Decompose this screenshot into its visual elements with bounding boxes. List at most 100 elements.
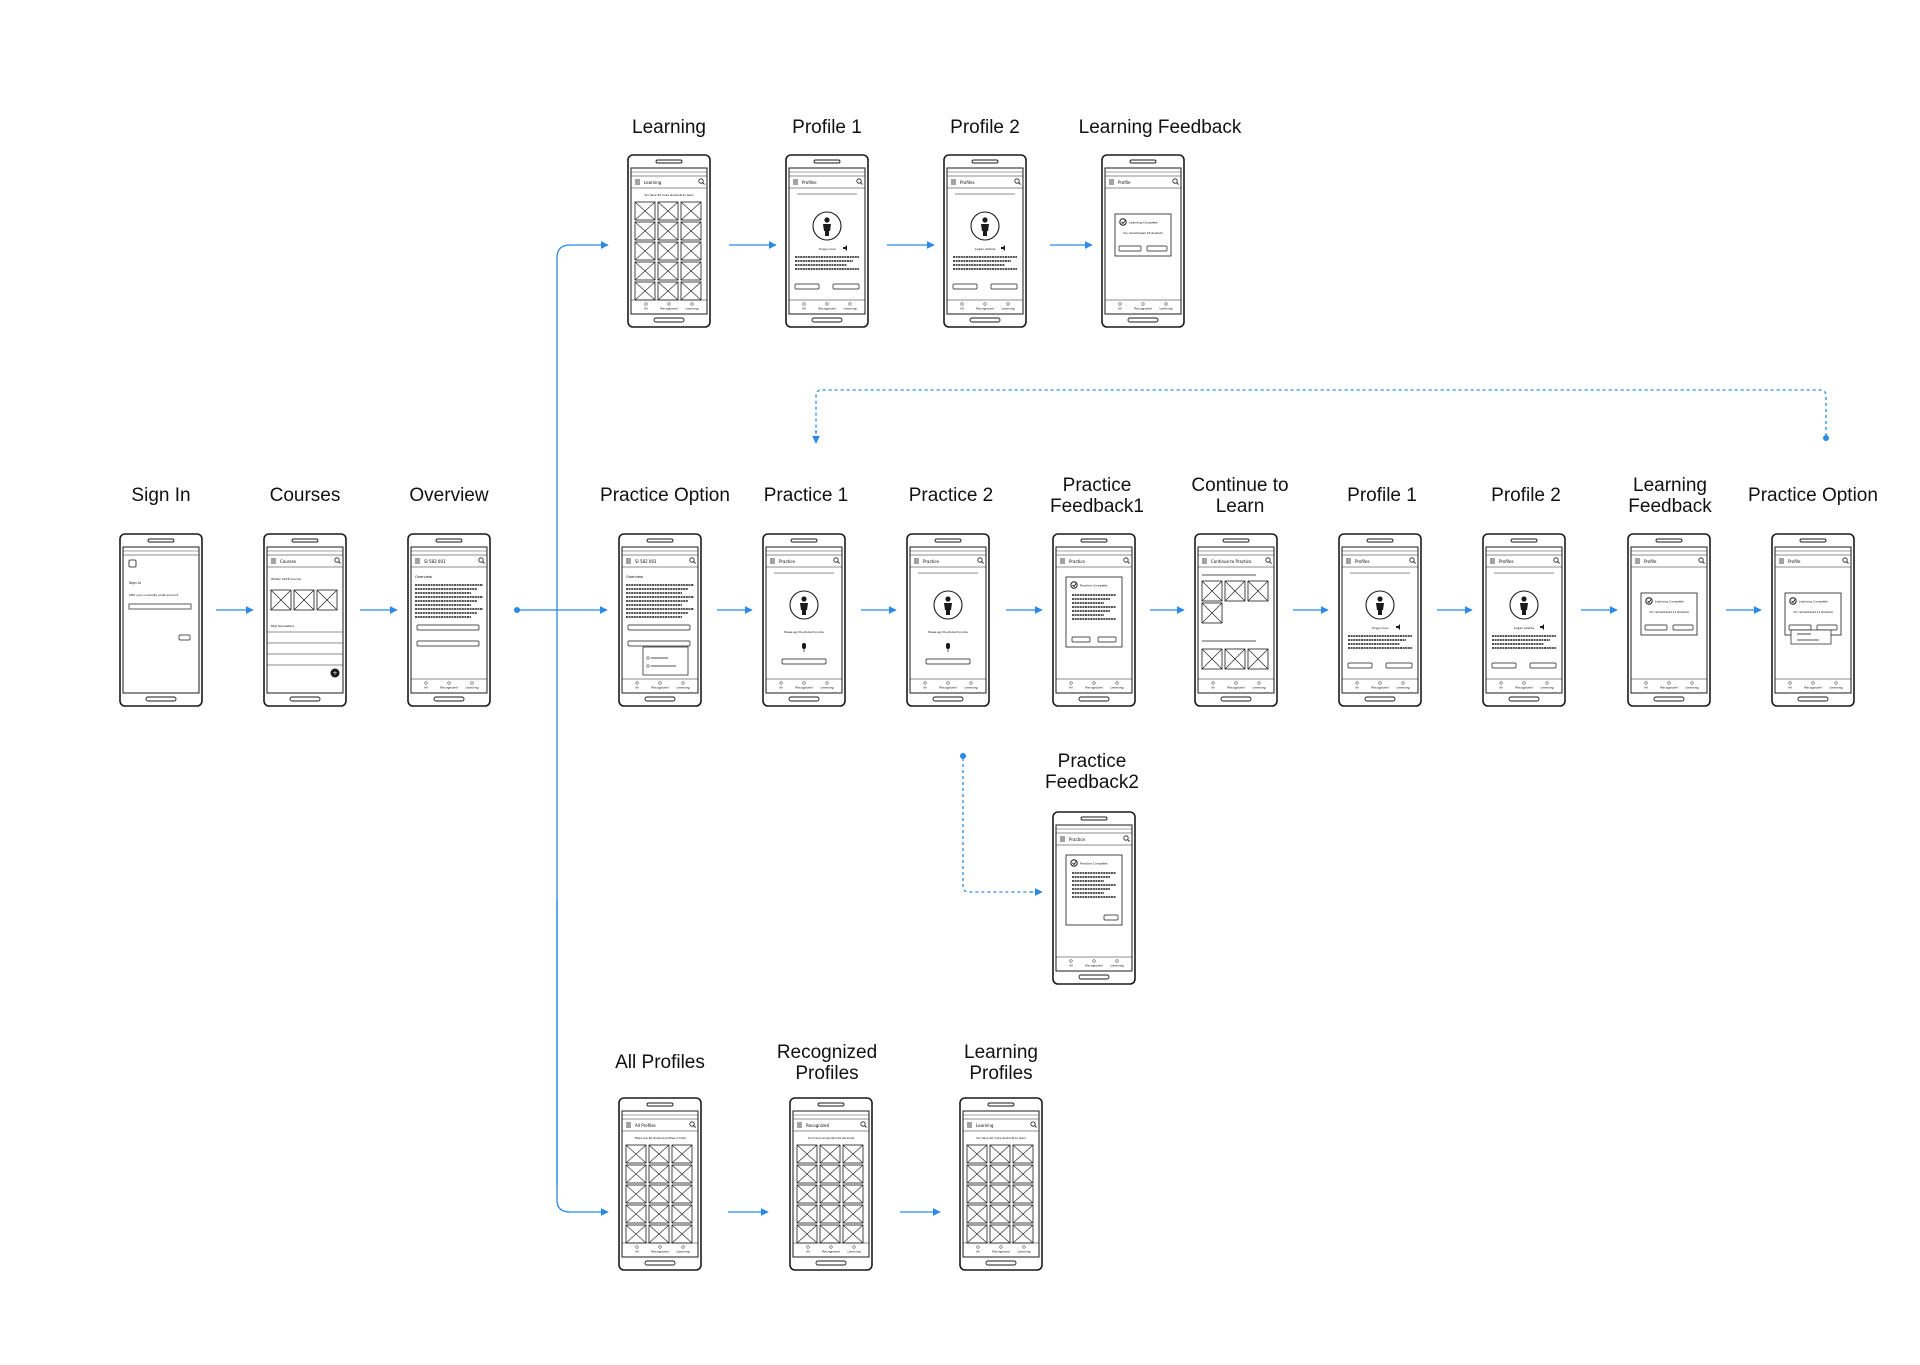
svg-text:Logan Adams: Logan Adams [975, 247, 996, 251]
svg-text:Recognized: Recognized [1085, 964, 1102, 968]
svg-text:All: All [1644, 686, 1648, 690]
svg-text:Overview: Overview [415, 575, 432, 579]
svg-text:Yingyu Guo: Yingyu Guo [818, 247, 835, 251]
svg-text:All: All [1499, 686, 1503, 690]
svg-text:Learning: Learning [1829, 686, 1842, 690]
loop-node [1823, 435, 1829, 441]
label-courses: Courses [269, 485, 341, 506]
svg-text:Profiles: Profiles [1499, 559, 1514, 564]
svg-text:All: All [1118, 307, 1122, 311]
loop-line [815, 389, 1827, 436]
label-practice-feedback2: Practice Feedback2 [1044, 751, 1139, 793]
svg-text:Recognized: Recognized [440, 686, 457, 690]
svg-text:All: All [635, 686, 639, 690]
svg-text:Learning: Learning [644, 180, 662, 185]
svg-text:Recognized: Recognized [1804, 686, 1821, 690]
svg-text:All: All [1211, 686, 1215, 690]
svg-text:Continue to Practice: Continue to Practice [1211, 559, 1252, 564]
svg-text:Past Semesters: Past Semesters [271, 624, 295, 628]
svg-text:Recognized: Recognized [1660, 686, 1677, 690]
svg-text:Yingyu Guo: Yingyu Guo [1371, 626, 1388, 630]
label-profile1-mid: Profile 1 [1347, 485, 1417, 506]
svg-text:Practice: Practice [779, 559, 796, 564]
svg-text:Learning: Learning [847, 1250, 860, 1254]
svg-text:Learning: Learning [1396, 686, 1409, 690]
svg-text:Winter 2016 Course: Winter 2016 Course [271, 577, 301, 581]
svg-text:There are 40 student profiles: There are 40 student profiles in total [633, 1136, 686, 1140]
svg-text:Sign In: Sign In [129, 581, 141, 585]
svg-text:Please say the student's name: Please say the student's name [784, 630, 824, 634]
svg-text:Learning: Learning [1110, 686, 1123, 690]
label-profile1-top: Profile 1 [792, 117, 862, 138]
svg-text:You have 20 more students to l: You have 20 more students to learn [976, 1136, 1026, 1140]
svg-text:Learning: Learning [685, 307, 698, 311]
label-practice-option-1: Practice Option [600, 485, 730, 506]
svg-text:Courses: Courses [280, 559, 296, 564]
svg-text:Learning: Learning [1252, 686, 1265, 690]
svg-text:+: + [332, 670, 337, 677]
svg-text:All: All [923, 686, 927, 690]
svg-text:All: All [644, 307, 648, 311]
svg-text:All Profiles: All Profiles [635, 1123, 656, 1128]
svg-text:Learning Complete: Learning Complete [1129, 221, 1158, 225]
svg-text:Recognized: Recognized [939, 686, 956, 690]
svg-text:Learning: Learning [676, 686, 689, 690]
svg-text:Recognized: Recognized [795, 686, 812, 690]
label-recognized-profiles: Recognized Profiles [776, 1042, 878, 1084]
svg-text:Learning: Learning [1110, 964, 1123, 968]
svg-text:Recognized: Recognized [992, 1250, 1009, 1254]
svg-text:Logan Adams: Logan Adams [1514, 626, 1535, 630]
svg-text:Recognized: Recognized [1227, 686, 1244, 690]
svg-text:You remembered 11 students: You remembered 11 students [1649, 610, 1689, 614]
svg-text:Practice Complete: Practice Complete [1080, 862, 1108, 866]
svg-text:Recognized: Recognized [651, 1250, 668, 1254]
label-learning-top: Learning [632, 117, 706, 138]
svg-text:Learning: Learning [465, 686, 478, 690]
svg-text:Please say the student's name: Please say the student's name [928, 630, 968, 634]
svg-text:SI 582 001: SI 582 001 [424, 559, 446, 564]
svg-text:Recognized: Recognized [1134, 307, 1151, 311]
label-practice-option-2: Practice Option [1748, 485, 1878, 506]
svg-text:Learning: Learning [1001, 307, 1014, 311]
svg-text:Learning Complete: Learning Complete [1799, 600, 1828, 604]
phone-wireframe: Sign In With your university email accoun… [119, 533, 203, 707]
svg-text:Recognized: Recognized [822, 1250, 839, 1254]
svg-text:Recognized: Recognized [1371, 686, 1388, 690]
svg-text:Profile: Profile [1118, 180, 1131, 185]
svg-text:With your university email acc: With your university email account [129, 593, 179, 597]
svg-text:All: All [1355, 686, 1359, 690]
label-practice2: Practice 2 [908, 485, 994, 506]
branch-line [962, 758, 1036, 893]
label-continue-learn: Continue to Learn [1191, 475, 1289, 517]
svg-text:Practice: Practice [1069, 559, 1086, 564]
svg-text:You have 20 more students to l: You have 20 more students to learn [644, 193, 694, 197]
svg-text:Recognized: Recognized [651, 686, 668, 690]
label-learning-feedback-mid: Learning Feedback [1628, 475, 1712, 517]
svg-text:Recognized: Recognized [806, 1123, 829, 1128]
svg-text:Learning: Learning [1685, 686, 1698, 690]
svg-text:Profile: Profile [1788, 559, 1801, 564]
label-learning-feedback-top: Learning Feedback [1078, 117, 1242, 138]
